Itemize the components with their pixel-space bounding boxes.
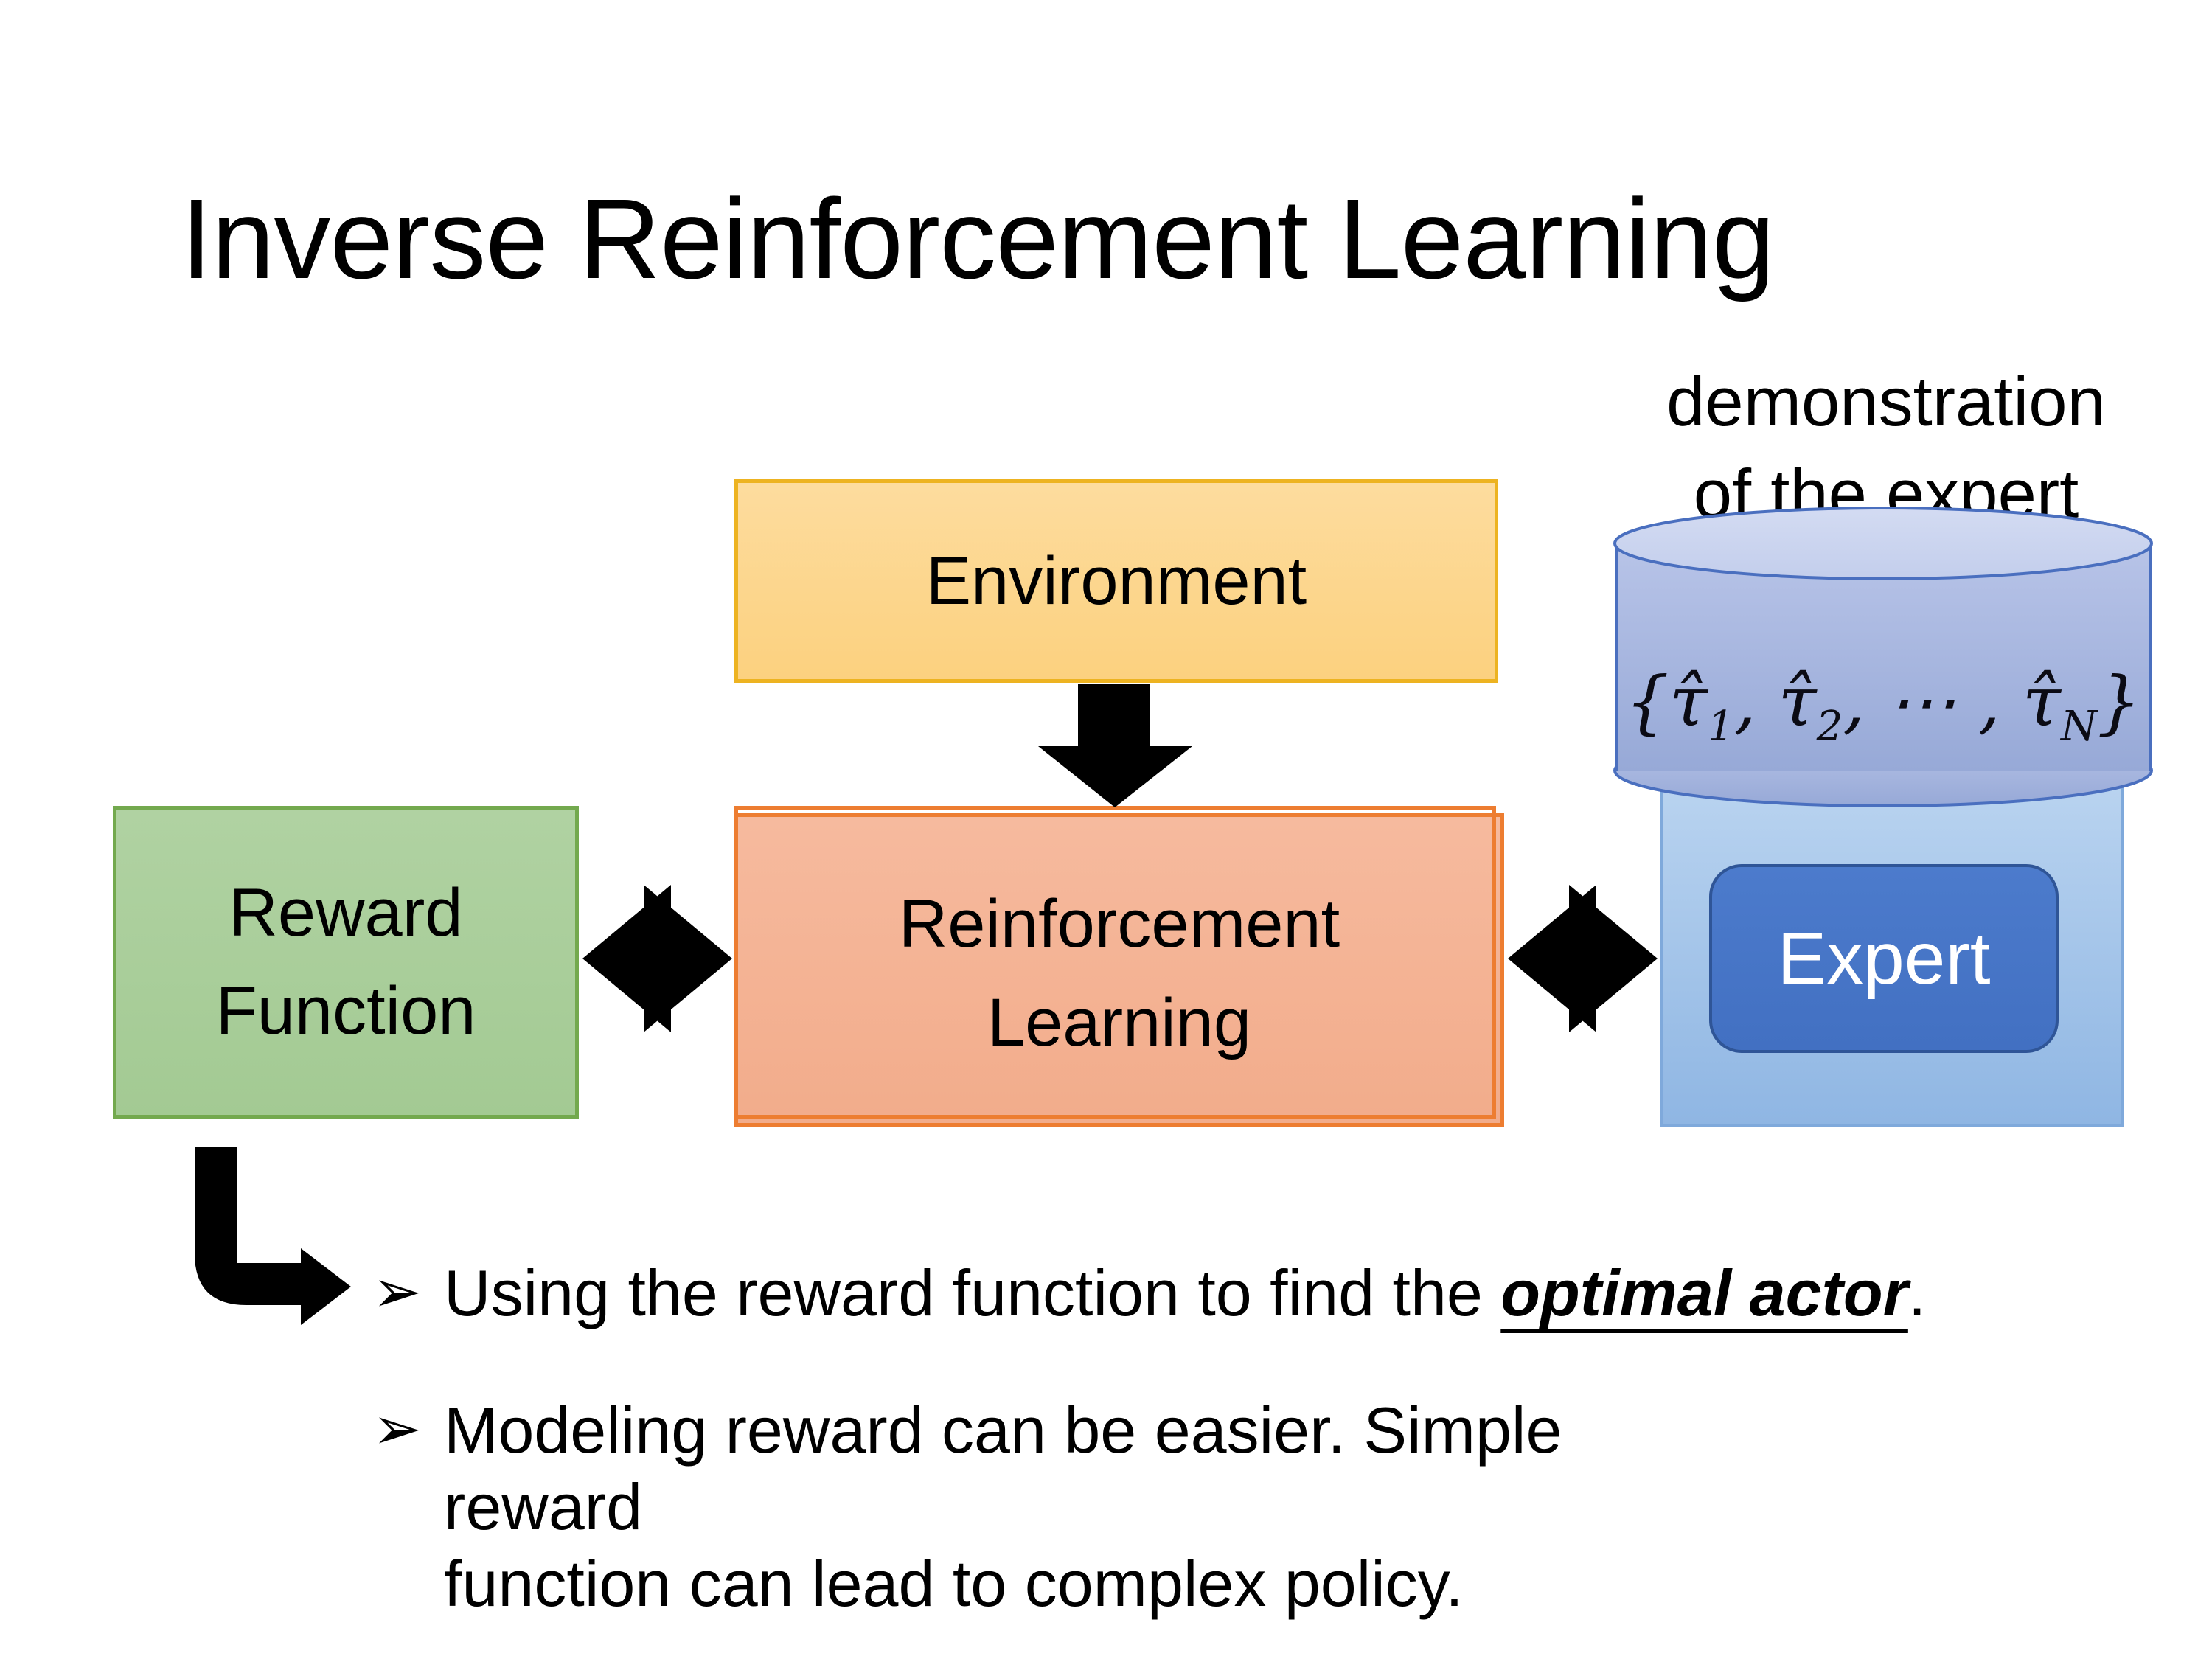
bullet-item-2: ➢ Modeling reward can be easier. Simple …	[372, 1392, 1773, 1621]
reward-function-box: Reward Function	[113, 806, 579, 1119]
trajectory-set-formula: {τ̂1, τ̂2, ⋯ , τ̂N}	[1588, 662, 2178, 751]
demonstration-caption-line1: demonstration	[1666, 363, 2106, 440]
formula-subN: N	[2060, 702, 2098, 751]
rl-label-line1: Reinforcement	[898, 886, 1340, 962]
reward-label-line1: Reward	[229, 874, 463, 950]
bullet-1-prefix: Using the reward function to find the	[444, 1256, 1501, 1329]
reinforcement-learning-box-outline	[734, 806, 1496, 1119]
bullet-1-emphasis: optimal actor	[1500, 1256, 1908, 1329]
double-arrow-reward-rl	[582, 885, 732, 1032]
demonstration-caption-line2: of the expert	[1693, 455, 2079, 533]
bullet-1-period: .	[1907, 1256, 1927, 1329]
expert-box: Expert	[1709, 864, 2059, 1053]
formula-open-brace: {	[1625, 662, 1669, 742]
arrowhead-bullet-icon: ➢	[372, 1259, 422, 1324]
demonstration-cylinder	[1613, 507, 2153, 807]
reinforcement-learning-box: Reinforcement Learning	[734, 813, 1504, 1127]
formula-close-brace: }	[2097, 662, 2141, 742]
rl-label-line2: Learning	[987, 984, 1252, 1060]
environment-label: Environment	[925, 543, 1307, 619]
bullet-2-line2: function can lead to complex policy.	[444, 1546, 1464, 1620]
formula-sub1: 1	[1707, 702, 1734, 751]
expert-label: Expert	[1777, 917, 1991, 1000]
bullet-2-line1: Modeling reward can be easier. Simple re…	[444, 1394, 1562, 1543]
formula-tau1: τ̂	[1669, 662, 1708, 742]
formula-dots: , ⋯ ,	[1843, 662, 2023, 742]
double-arrow-rl-expert	[1508, 885, 1658, 1032]
bullet-1-text: Using the reward function to find the op…	[444, 1255, 1926, 1332]
formula-tau2: τ̂	[1778, 662, 1817, 742]
down-arrow-environment-to-rl	[1038, 684, 1192, 807]
slide-title: Inverse Reinforcement Learning	[181, 175, 1775, 302]
bullet-2-text: Modeling reward can be easier. Simple re…	[444, 1392, 1773, 1621]
formula-sub2: 2	[1816, 702, 1843, 751]
formula-tauN: τ̂	[2022, 662, 2061, 742]
reward-label-line2: Function	[215, 973, 476, 1048]
formula-sep1: ,	[1733, 662, 1778, 742]
arrowhead-bullet-icon: ➢	[372, 1396, 422, 1461]
demonstration-caption: demonstration of the expert	[1622, 355, 2150, 540]
elbow-arrow-reward-to-text	[195, 1147, 351, 1325]
environment-box: Environment	[734, 479, 1498, 683]
bullet-item-1: ➢ Using the reward function to find the …	[372, 1255, 1926, 1332]
